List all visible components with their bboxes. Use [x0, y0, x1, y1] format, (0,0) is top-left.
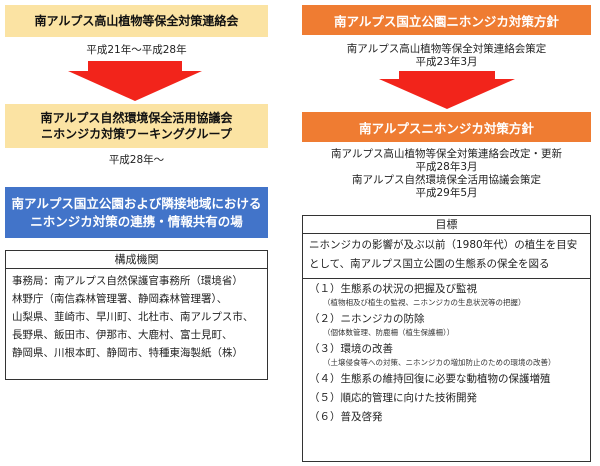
measure-subnote: （個体数管理、防鹿柵（植生保護柵））: [323, 328, 455, 337]
right-arrow-down: [379, 71, 515, 109]
measure-item: （６）普及啓発: [309, 411, 383, 423]
measure-list: （１）生態系の状況の把握及び監視 （植物相及び植生の監視、ニホンジカの生息状況等…: [303, 279, 590, 427]
right-note-2-line4: 平成29年5月: [415, 187, 478, 199]
left-note-period-2: 平成28年～: [5, 154, 268, 167]
measure-item: （５）順応的管理に向けた技術開発: [309, 392, 477, 404]
left-note-period-1-text: 平成21年～平成28年: [86, 44, 187, 56]
left-box-cooperation: 南アルプス国立公園および隣接地域における ニホンジカ対策の連携・情報共有の場: [5, 187, 268, 238]
left-box-cooperation-line2: ニホンジカ対策の連携・情報共有の場: [30, 213, 243, 229]
goal-statement-line2: として、南アルプス国立公園の生態系の保全を図る: [309, 258, 550, 270]
left-box-council-label: 南アルプス高山植物等保全対策連絡会: [34, 14, 239, 28]
measure-subnote: （土壌侵食等への対策、ニホンジカの増加防止のための環境の改善）: [323, 358, 556, 367]
left-note-period-2-text: 平成28年～: [108, 154, 165, 166]
goal-statement-line1: ニホンジカの影響が及ぶ以前（1980年代）の植生を目安: [309, 239, 578, 251]
org-line: 長野県、飯田市、伊那市、大鹿村、富士見町、: [12, 329, 233, 341]
right-note-1-line1: 南アルプス高山植物等保全対策連絡会策定: [346, 43, 547, 55]
left-box-working-group-line1: 南アルプス自然環境保全活用協議会: [40, 111, 233, 125]
right-note-1-line2: 平成23年3月: [415, 56, 478, 68]
right-note-1: 南アルプス高山植物等保全対策連絡会策定 平成23年3月: [302, 43, 591, 69]
measure-subnote: （植物相及び植生の監視、ニホンジカの生息状況等の把握）: [323, 298, 526, 307]
right-note-2-line1: 南アルプス高山植物等保全対策連絡会改定・更新: [331, 148, 562, 160]
right-note-2-line3: 南アルプス自然環境保全活用協議会策定: [352, 174, 541, 186]
org-line: 山梨県、韮崎市、早川町、北杜市、南アルプス市、: [12, 311, 254, 323]
right-box-policy-2-label: 南アルプスニホンジカ対策方針: [359, 120, 534, 136]
right-arrow-shape: [379, 71, 515, 109]
measure-item: （２）ニホンジカの防除: [309, 313, 425, 325]
left-note-period-1: 平成21年～平成28年: [5, 44, 268, 57]
org-line: 静岡県、川根本町、静岡市、特種東海製紙（株）: [12, 347, 243, 359]
right-note-2-line2: 平成28年3月: [415, 161, 478, 173]
left-box-working-group-line2: ニホンジカ対策ワーキンググループ: [41, 127, 232, 141]
right-box-policy-1-label: 南アルプス国立公園ニホンジカ対策方針: [334, 13, 559, 29]
goal-statement: ニホンジカの影響が及ぶ以前（1980年代）の植生を目安 として、南アルプス国立公…: [303, 234, 590, 279]
goal-panel: 目標 ニホンジカの影響が及ぶ以前（1980年代）の植生を目安 として、南アルプス…: [302, 215, 591, 462]
org-panel-title: 構成機関: [6, 251, 267, 269]
left-box-council: 南アルプス高山植物等保全対策連絡会: [5, 5, 268, 37]
right-box-policy-2: 南アルプスニホンジカ対策方針: [302, 112, 591, 142]
right-note-2: 南アルプス高山植物等保全対策連絡会改定・更新 平成28年3月 南アルプス自然環境…: [302, 148, 591, 200]
left-arrow-down: [68, 61, 202, 101]
measure-item: （３）環境の改善: [309, 343, 393, 355]
org-list: 事務局：南アルプス自然保護官事務所（環境省） 林野庁（南信森林管理署、静岡森林管…: [6, 269, 267, 362]
goal-panel-title: 目標: [303, 216, 590, 234]
org-line: 事務局：南アルプス自然保護官事務所（環境省）: [12, 275, 243, 287]
measure-item: （１）生態系の状況の把握及び監視: [309, 283, 477, 295]
measure-item: （４）生態系の維持回復に必要な動植物の保護増殖: [309, 373, 551, 385]
left-box-working-group: 南アルプス自然環境保全活用協議会 ニホンジカ対策ワーキンググループ: [5, 104, 268, 148]
org-line: 林野庁（南信森林管理署、静岡森林管理署）、: [12, 293, 228, 305]
left-box-cooperation-line1: 南アルプス国立公園および隣接地域における: [11, 195, 262, 211]
right-box-policy-1: 南アルプス国立公園ニホンジカ対策方針: [302, 5, 591, 35]
left-arrow-shape: [68, 61, 202, 101]
org-panel: 構成機関 事務局：南アルプス自然保護官事務所（環境省） 林野庁（南信森林管理署、…: [5, 250, 268, 380]
